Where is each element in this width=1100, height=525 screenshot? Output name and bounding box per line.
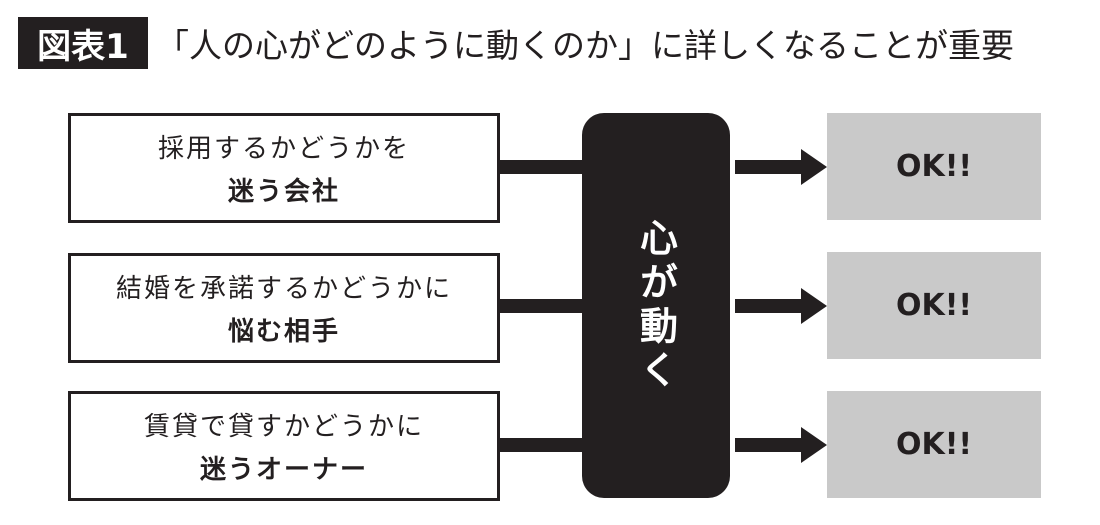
arrow-right-icon	[735, 427, 827, 463]
left-box-line1: 結婚を承諾するかどうかに	[115, 274, 452, 304]
left-box-company: 採用するかどうかを 迷う会社	[68, 113, 500, 223]
left-box-line1: 採用するかどうかを	[157, 134, 410, 164]
connector-line	[497, 160, 582, 174]
left-box-line1: 賃貸で貸すかどうかに	[143, 412, 424, 442]
connector-line	[497, 299, 582, 313]
figure-title: 「人の心がどのように動くのか」に詳しくなることが重要	[156, 26, 1014, 65]
arrow-right-icon	[735, 149, 827, 185]
connector-line	[497, 438, 582, 452]
figure-tag: 図表1	[18, 17, 148, 69]
left-box-partner: 結婚を承諾するかどうかに 悩む相手	[68, 253, 500, 363]
left-box-owner: 賃貸で貸すかどうかに 迷うオーナー	[68, 391, 500, 501]
left-box-line2: 迷う会社	[227, 177, 340, 207]
left-box-line2: 迷うオーナー	[199, 455, 368, 485]
result-box-ok: OK!!	[827, 391, 1041, 498]
arrow-right-icon	[735, 288, 827, 324]
left-box-line2: 悩む相手	[227, 317, 340, 347]
result-box-ok: OK!!	[827, 113, 1041, 220]
result-box-ok: OK!!	[827, 252, 1041, 359]
center-label: 心が動く	[633, 217, 678, 394]
center-heart-moves: 心が動く	[582, 113, 730, 498]
